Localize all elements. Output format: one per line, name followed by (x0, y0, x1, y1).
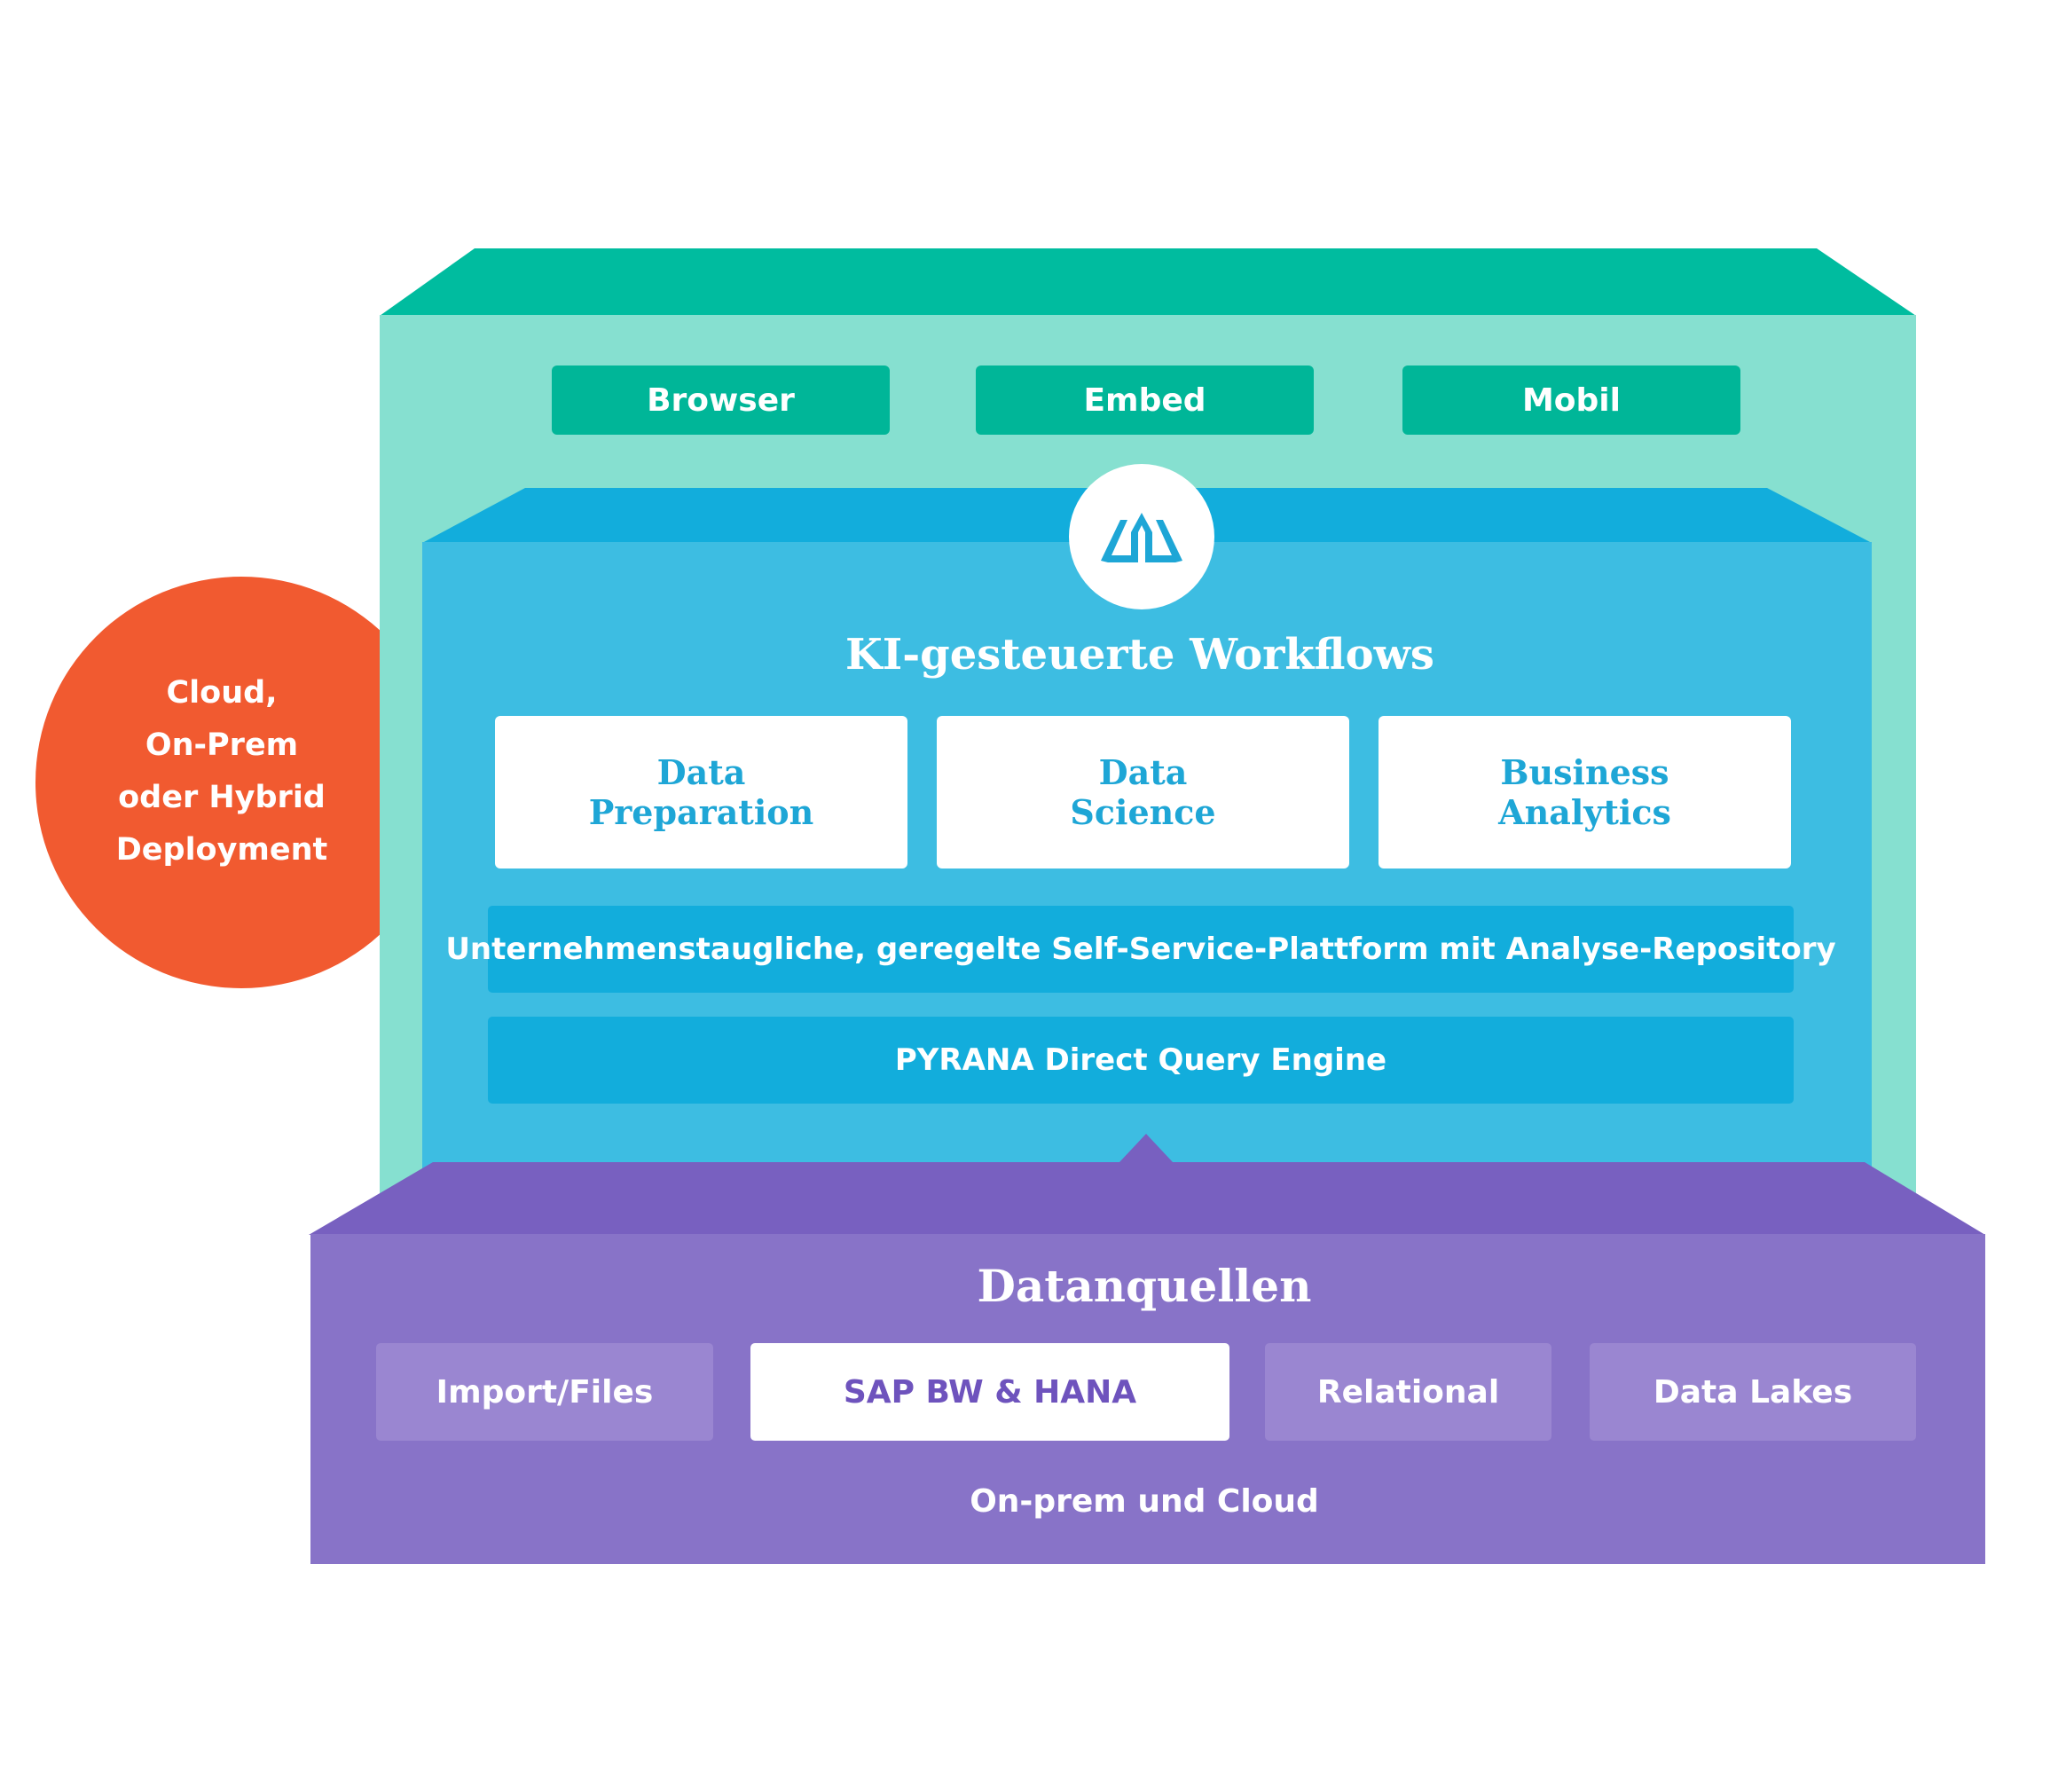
platform-bar: Unternehmenstaugliche, geregelte Self-Se… (445, 906, 1836, 993)
datawatch-logo-icon (1101, 513, 1182, 562)
card-line: Business (1500, 752, 1669, 792)
deployment-line: Deployment (115, 832, 328, 868)
deployment-bubble-shape (35, 577, 447, 988)
platform-bar-label: Unternehmenstaugliche, geregelte Self-Se… (445, 931, 1836, 967)
source-import-files: Import/Files (376, 1343, 713, 1441)
logo-badge (1069, 464, 1214, 609)
card-line: Data (1098, 752, 1188, 792)
card-line: Preparation (588, 792, 814, 832)
source-data-lakes: Data Lakes (1590, 1343, 1916, 1441)
data-sources-footer: On-prem und Cloud (970, 1483, 1319, 1520)
source-label: Data Lakes (1653, 1373, 1853, 1411)
source-label: Import/Files (436, 1373, 654, 1411)
deployment-line: Cloud, (166, 675, 278, 711)
source-relational: Relational (1265, 1343, 1551, 1441)
query-engine-bar: PYRANA Direct Query Engine (488, 1017, 1794, 1104)
client-label: Mobil (1521, 381, 1621, 419)
workflow-card-business-analytics: Business Analytics (1379, 716, 1791, 868)
source-label: SAP BW & HANA (843, 1373, 1137, 1411)
data-sources-title: Datanquellen (977, 1260, 1312, 1312)
query-engine-label: PYRANA Direct Query Engine (894, 1042, 1387, 1078)
deployment-line: oder Hybrid (118, 780, 326, 815)
client-mobile-box: Mobil (1402, 365, 1740, 435)
client-label: Embed (1083, 381, 1206, 419)
workflows-title: KI-gesteuerte Workflows (845, 630, 1434, 680)
client-embed-box: Embed (976, 365, 1314, 435)
card-line: Science (1070, 792, 1216, 832)
platform-layer-body (422, 542, 1872, 1216)
card-line: Data (656, 752, 746, 792)
card-line: Analytics (1498, 792, 1671, 832)
data-sources-roof (309, 1134, 1985, 1235)
client-label: Browser (647, 381, 795, 419)
workflow-card-data-preparation: Data Preparation (495, 716, 907, 868)
workflow-card-data-science: Data Science (937, 716, 1349, 868)
source-sap-bw-hana: SAP BW & HANA (750, 1343, 1229, 1441)
deployment-line: On-Prem (145, 727, 299, 763)
source-label: Relational (1316, 1373, 1500, 1411)
client-layer-roof (380, 248, 1916, 316)
deployment-bubble-text: Cloud, On-Prem oder Hybrid Deployment (53, 667, 390, 876)
client-browser-box: Browser (552, 365, 890, 435)
